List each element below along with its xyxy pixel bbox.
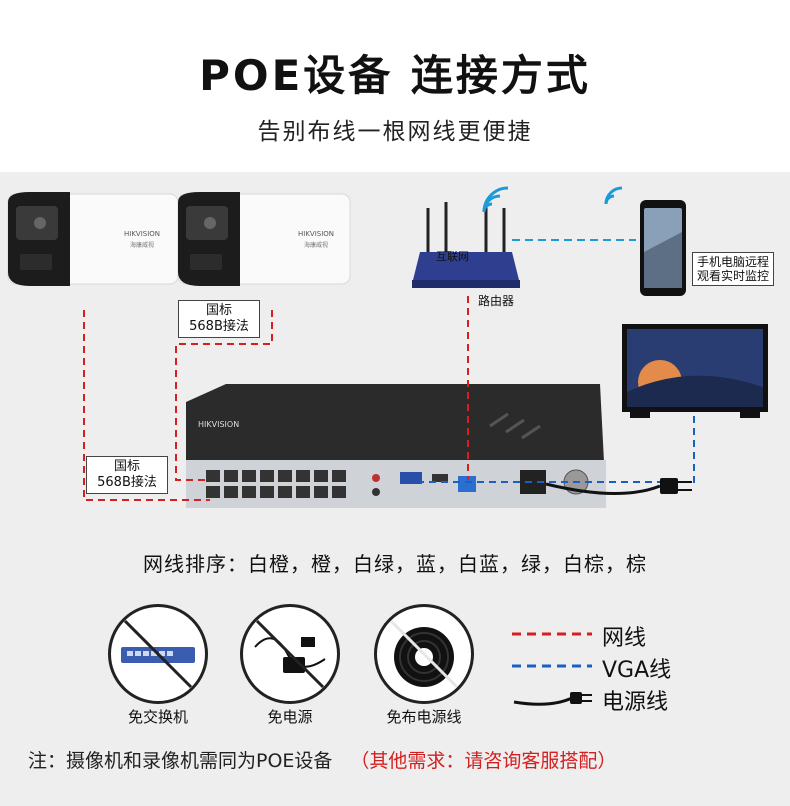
label-568b-top-line2: 568B接法 [189, 319, 249, 334]
footer-note: 注：摄像机和录像机需同为POE设备 （其他需求：请咨询客服搭配） [28, 746, 616, 773]
legend-network-label: 网线 [602, 626, 647, 651]
cable-coil-icon [389, 619, 459, 689]
camera-1 [7, 192, 179, 286]
footer-note-main: 注：摄像机和录像机需同为POE设备 [28, 750, 333, 772]
legend-vga-line [512, 664, 592, 668]
wire-order: 网线排序：白橙，橙，白绿，蓝，白蓝，绿，白棕，棕 [143, 552, 647, 576]
label-568b-top-line1: 国标 [205, 303, 232, 318]
network-cables [83, 296, 469, 501]
label-568b-left-line2: 568B接法 [97, 475, 157, 490]
legend-power-label: 电源线 [602, 690, 669, 715]
nvr-brand-text: HIKVISION [198, 420, 240, 429]
no-power-cable-label: 免布电源线 [386, 708, 462, 726]
router-label: 路由器 [478, 294, 515, 308]
power-adapter-icon [254, 619, 326, 689]
camera-1-brand-cn: 海康威视 [130, 242, 155, 249]
page-subtitle: 告别布线一根网线更便捷 [257, 119, 533, 145]
label-568b-left: 国标 568B接法 [86, 456, 168, 494]
phone-caption-line1: 手机电脑远程 [697, 255, 770, 269]
vga-cable [420, 416, 695, 483]
camera-2-brand-text: HIKVISION [298, 230, 335, 238]
no-switch-circle [108, 604, 208, 704]
phone-wifi-icon [604, 186, 623, 205]
no-power-label: 免电源 [267, 708, 313, 726]
no-switch-label: 免交换机 [127, 708, 188, 726]
camera-1-brand-text: HIKVISION [124, 230, 161, 238]
camera-2 [177, 192, 351, 286]
footer-note-red: （其他需求：请咨询客服搭配） [350, 750, 617, 772]
diagram-graphics [7, 186, 768, 508]
phone-caption-line2: 观看实时监控 [697, 269, 770, 283]
switch-icon [121, 619, 195, 689]
monitor [622, 324, 768, 418]
nvr-recorder [186, 384, 606, 508]
no-power-cable-circle [374, 604, 474, 704]
phone [640, 200, 686, 296]
connection-diagram: 互联网 路由器 手机电脑远程 观看实时监控 国标 568B接法 国标 568B接… [0, 172, 790, 552]
label-568b-left-line1: 国标 [113, 459, 140, 474]
legend-vga-label: VGA线 [602, 658, 672, 683]
no-power-circle [240, 604, 340, 704]
router-wifi-icon [482, 186, 509, 213]
power-cord [545, 478, 692, 496]
phone-caption: 手机电脑远程 观看实时监控 [692, 252, 774, 286]
camera-2-brand-cn: 海康威视 [304, 242, 329, 249]
page-title: POE设备 连接方式 [199, 51, 591, 100]
router [412, 202, 520, 288]
internet-label: 互联网 [436, 250, 469, 263]
plug-icon [513, 692, 592, 706]
legend-network-line [512, 632, 592, 636]
label-568b-top: 国标 568B接法 [178, 300, 260, 338]
